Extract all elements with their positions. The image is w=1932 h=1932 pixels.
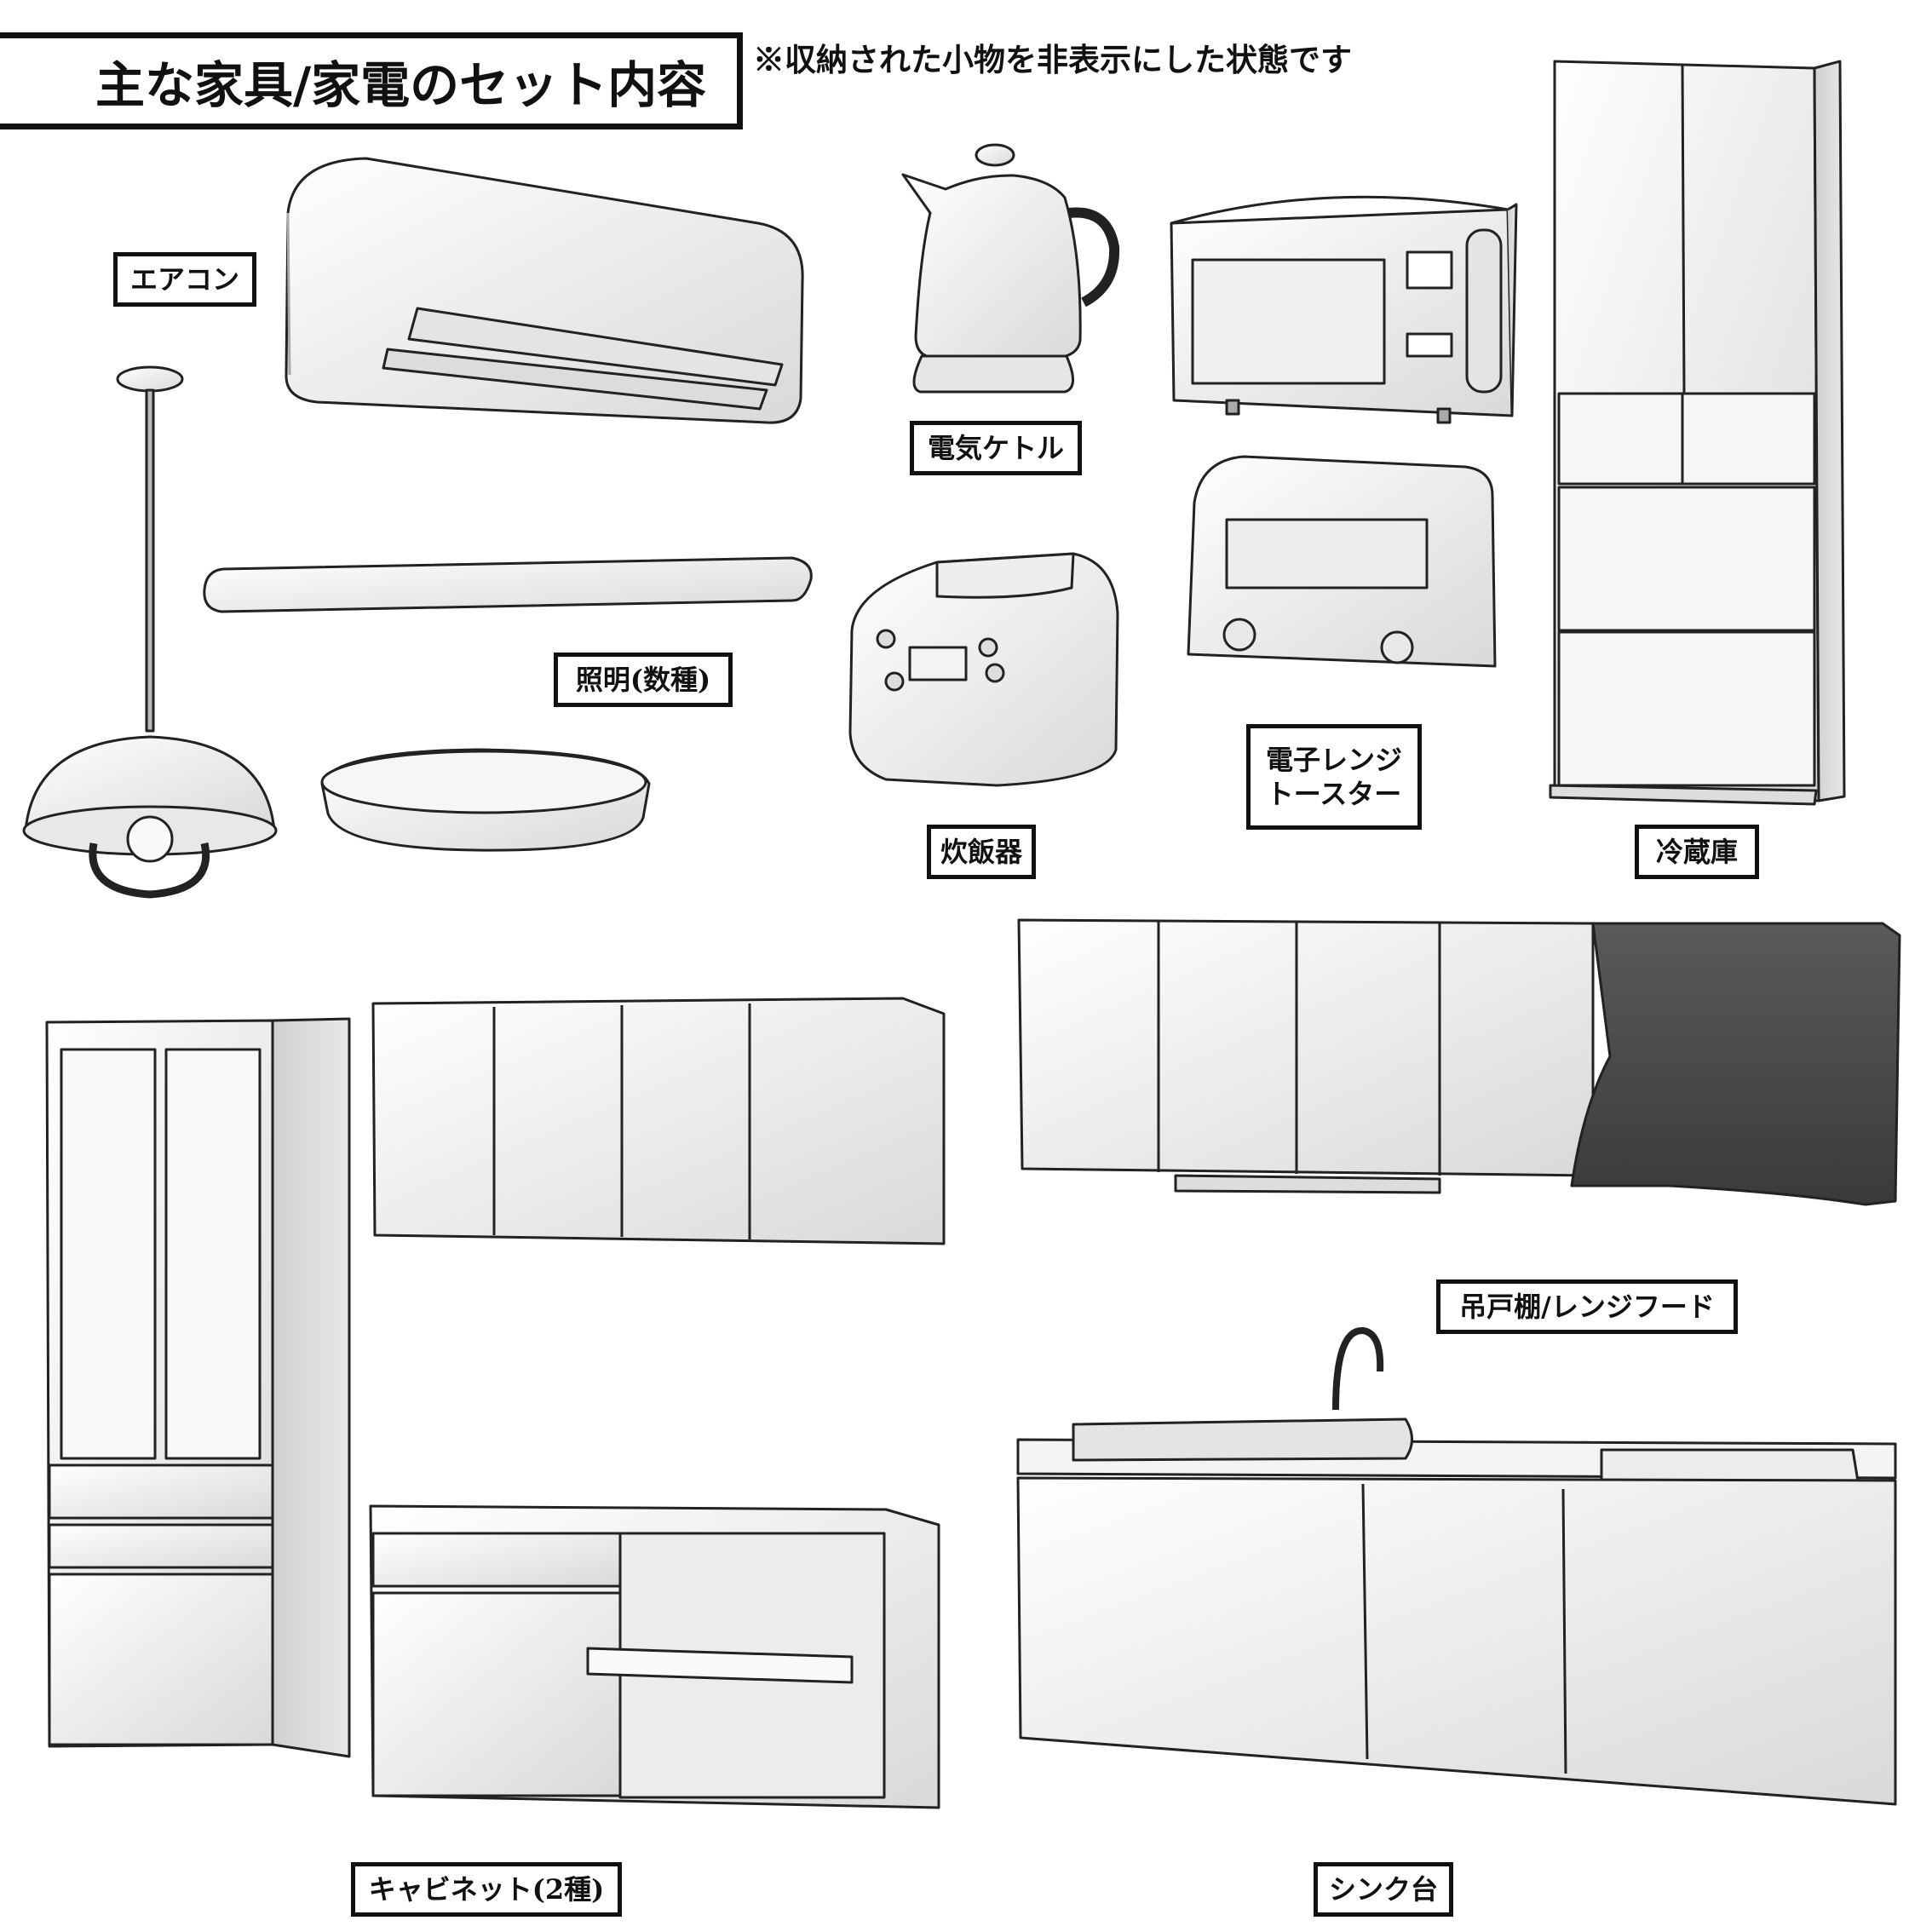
label-lighting: 照明(数種)	[554, 653, 733, 707]
sink-unit	[1016, 1327, 1897, 1806]
electric-kettle	[901, 143, 1120, 394]
refrigerator	[1549, 60, 1846, 806]
pendant-lamp	[22, 365, 278, 899]
ceiling-light	[320, 748, 651, 852]
toaster-oven	[1187, 455, 1497, 668]
label-microwave-toaster: 電子レンジ トースター	[1246, 724, 1422, 830]
note-text: ※収納された小物を非表示にした状態です	[753, 41, 1352, 78]
upper-cabinet	[371, 997, 946, 1245]
microwave	[1170, 195, 1518, 424]
label-sink: シンク台	[1314, 1862, 1453, 1917]
page-title: 主な家具/家電のセット内容	[0, 32, 743, 129]
label-microwave-line1: 電子レンジ	[1265, 744, 1402, 776]
label-kettle: 電気ケトル	[910, 421, 1082, 475]
bar-light	[203, 556, 813, 613]
label-hood: 吊戸棚/レンジフード	[1436, 1279, 1738, 1334]
low-cabinet	[369, 1504, 940, 1809]
label-fridge: 冷蔵庫	[1635, 825, 1759, 879]
label-aircon: エアコン	[113, 252, 256, 307]
label-cabinet: キャビネット(2種)	[351, 1862, 622, 1917]
tall-cabinet	[45, 1017, 351, 1758]
label-rice-cooker: 炊飯器	[927, 825, 1036, 879]
air-conditioner	[285, 157, 804, 424]
wall-cabinet-range-hood	[1017, 918, 1901, 1206]
rice-cooker	[848, 552, 1119, 787]
label-microwave-line2: トースター	[1266, 778, 1402, 810]
